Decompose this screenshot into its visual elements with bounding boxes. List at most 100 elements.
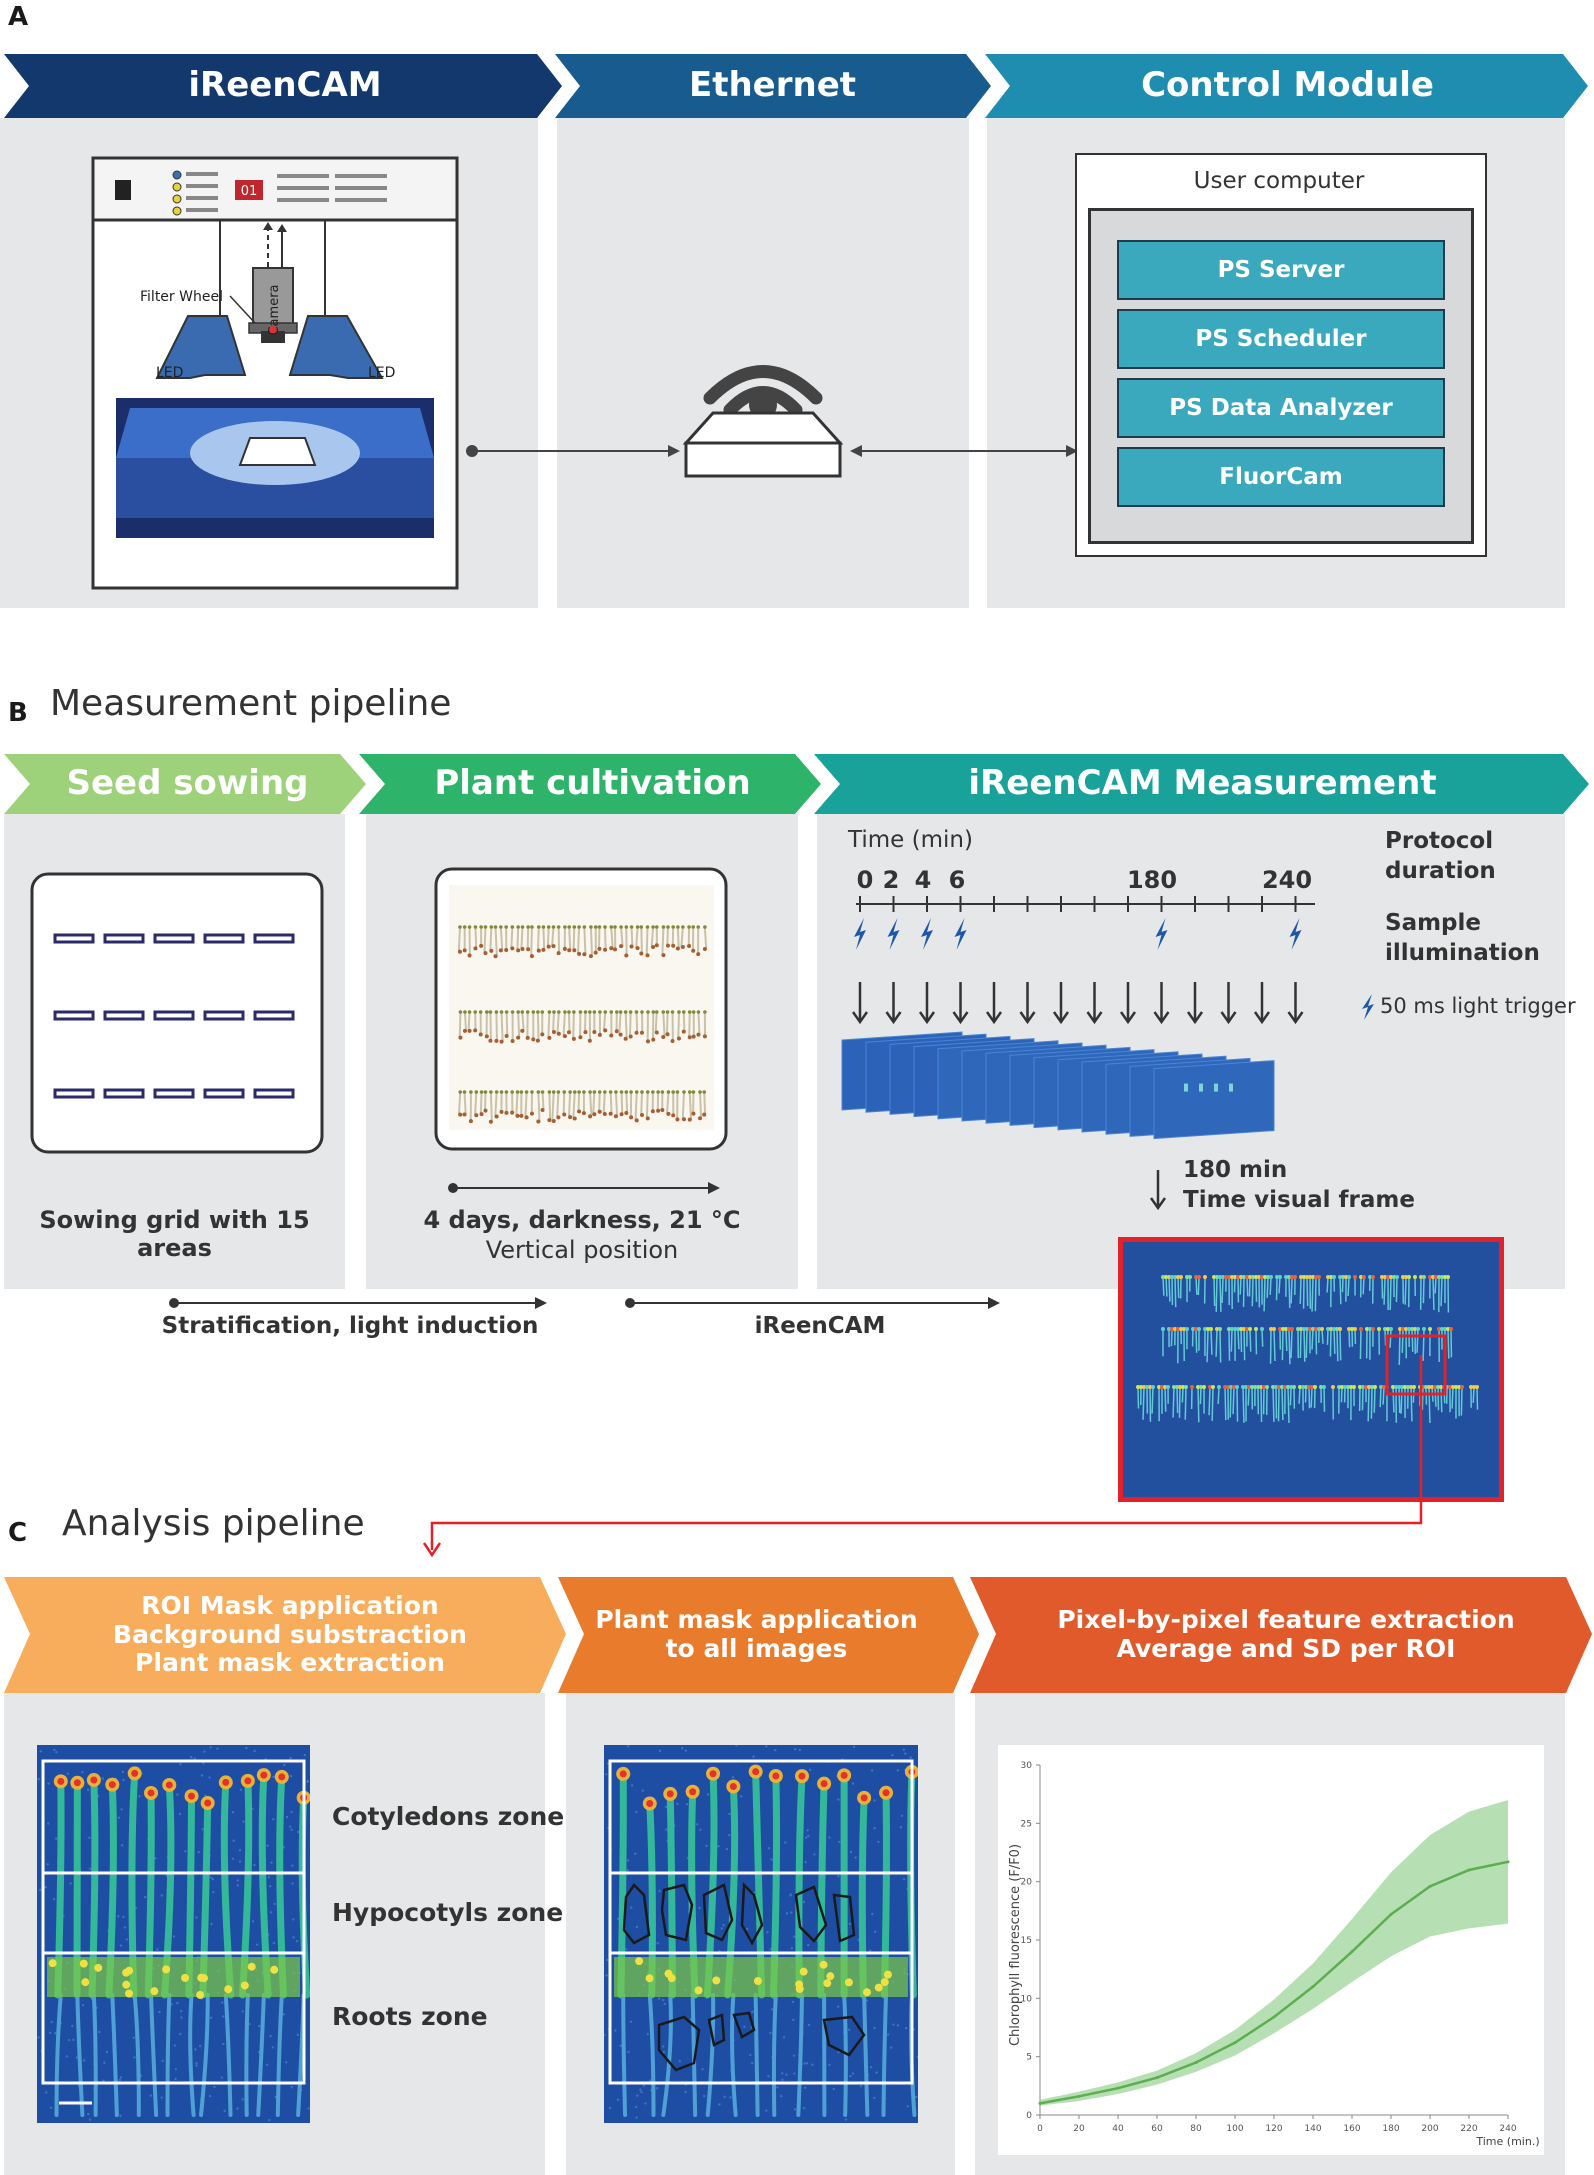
frame-cotyledon bbox=[1248, 1275, 1252, 1279]
seedling-cotyledon-core bbox=[204, 1799, 212, 1807]
light-trigger-bolt bbox=[887, 918, 900, 950]
frame-cotyledon bbox=[1413, 1327, 1417, 1331]
module-ps-data-analyzer: PS Data Analyzer bbox=[1117, 378, 1445, 438]
background-noise bbox=[793, 2108, 797, 2111]
background-noise bbox=[121, 1770, 125, 1774]
background-noise bbox=[297, 1830, 300, 1834]
frame-seedling bbox=[1306, 1276, 1309, 1307]
background-noise bbox=[749, 2053, 752, 2057]
seedling-cotyledon-core bbox=[244, 1777, 252, 1785]
frame-cotyledon bbox=[1377, 1327, 1381, 1331]
seedling-root bbox=[753, 1993, 760, 2117]
frame-cotyledon bbox=[1317, 1275, 1321, 1279]
seedling-leaf bbox=[494, 1010, 499, 1014]
frame-cotyledon bbox=[1280, 1385, 1284, 1389]
background-noise bbox=[752, 1755, 755, 1758]
frame-seedling bbox=[1476, 1386, 1479, 1410]
chart-mean-point bbox=[1467, 1868, 1471, 1872]
seedling-root bbox=[504, 948, 509, 953]
frame-seedling bbox=[1251, 1276, 1254, 1307]
seedling-leaf bbox=[666, 925, 670, 929]
background-noise bbox=[292, 1936, 295, 1939]
seedling-root bbox=[188, 1993, 196, 2117]
background-noise bbox=[844, 2118, 848, 2121]
tick-label-2: 2 bbox=[882, 866, 900, 894]
background-noise bbox=[197, 1850, 200, 1854]
frame-cotyledon bbox=[1167, 1275, 1171, 1279]
seedling-stem bbox=[650, 926, 655, 949]
frame-cotyledon bbox=[1412, 1385, 1416, 1389]
seedling-root bbox=[132, 1993, 141, 2117]
frame-cotyledon bbox=[1422, 1327, 1426, 1331]
background-noise bbox=[776, 2086, 779, 2089]
frame-seedling bbox=[1168, 1276, 1171, 1302]
background-noise bbox=[272, 1818, 275, 1821]
frame-seedling bbox=[1389, 1328, 1392, 1348]
frame-cotyledon bbox=[1407, 1275, 1411, 1279]
frame-cotyledon bbox=[1290, 1275, 1294, 1279]
frame-seedling bbox=[1184, 1386, 1187, 1420]
seedling-root bbox=[499, 1039, 504, 1044]
seedling-root bbox=[520, 1028, 525, 1033]
frame-seedling bbox=[1229, 1386, 1232, 1418]
frame-cotyledon bbox=[1338, 1275, 1342, 1279]
background-noise bbox=[296, 2033, 299, 2037]
background-noise bbox=[102, 2079, 105, 2082]
background-noise bbox=[184, 1849, 187, 1853]
seedling-leaf bbox=[671, 1090, 675, 1094]
frame-down-arrow bbox=[1149, 1170, 1167, 1211]
seedling-leaf bbox=[563, 925, 567, 929]
seedling-stem bbox=[536, 1011, 540, 1042]
background-noise bbox=[239, 1788, 243, 1792]
chart-mean-point bbox=[1389, 1912, 1393, 1916]
frame-cotyledon bbox=[1287, 1275, 1291, 1279]
background-noise bbox=[837, 1875, 840, 1878]
frame-cotyledon bbox=[1271, 1385, 1275, 1389]
seedling-leaf bbox=[588, 1090, 592, 1094]
frame-cotyledon bbox=[1185, 1275, 1189, 1279]
background-noise bbox=[728, 1812, 731, 1816]
root-highlight bbox=[224, 1985, 233, 1994]
frame-cotyledon bbox=[1365, 1327, 1369, 1331]
background-noise bbox=[236, 2107, 239, 2110]
frame-cotyledon bbox=[1347, 1327, 1351, 1331]
seedling-stem bbox=[568, 1091, 572, 1119]
chart-x-tick-label: 20 bbox=[1073, 2124, 1085, 2134]
analysis-pipeline-title: Analysis pipeline bbox=[62, 1503, 365, 1544]
seedling-stem bbox=[457, 926, 461, 953]
frame-cotyledon bbox=[1232, 1385, 1236, 1389]
seedling-leaf bbox=[519, 1090, 524, 1094]
frame-cotyledon bbox=[1211, 1385, 1215, 1389]
frame-cotyledon bbox=[1409, 1385, 1413, 1389]
background-noise bbox=[67, 2038, 71, 2042]
seedling-cotyledon-core bbox=[646, 1800, 654, 1808]
background-noise bbox=[253, 1863, 256, 1867]
header-seed-sowing: Seed sowing bbox=[66, 763, 309, 804]
timeline-arrowhead bbox=[918, 1011, 936, 1025]
frame-cotyledon bbox=[1317, 1327, 1321, 1331]
seedling-leaf bbox=[478, 1010, 483, 1014]
background-noise bbox=[268, 2118, 271, 2122]
background-noise bbox=[143, 1895, 147, 1899]
frame-cotyledon bbox=[1239, 1275, 1243, 1279]
seedling-leaf bbox=[645, 1090, 650, 1094]
frame-seedling bbox=[1248, 1276, 1251, 1297]
background-noise bbox=[201, 1827, 205, 1831]
root-highlight bbox=[874, 1983, 883, 1992]
background-noise bbox=[781, 2072, 784, 2075]
background-noise bbox=[81, 2003, 85, 2007]
seedling-root bbox=[623, 1036, 628, 1041]
seedling-leaf bbox=[593, 925, 598, 929]
frame-cotyledon bbox=[1179, 1275, 1183, 1279]
background-noise bbox=[705, 1844, 708, 1848]
frame-seedling bbox=[1361, 1386, 1364, 1411]
frame-cotyledon bbox=[1199, 1385, 1203, 1389]
zone-hypocotyls: Hypocotyls zone bbox=[332, 1898, 564, 1927]
seedling-stem bbox=[548, 1091, 552, 1122]
timeline-arrowhead bbox=[1220, 1011, 1237, 1025]
background-noise bbox=[785, 1912, 789, 1915]
seedling-stem bbox=[546, 926, 550, 948]
background-noise bbox=[859, 2085, 863, 2088]
seedling-cotyledon-core bbox=[131, 1769, 139, 1777]
frame-seedling bbox=[1219, 1276, 1222, 1312]
